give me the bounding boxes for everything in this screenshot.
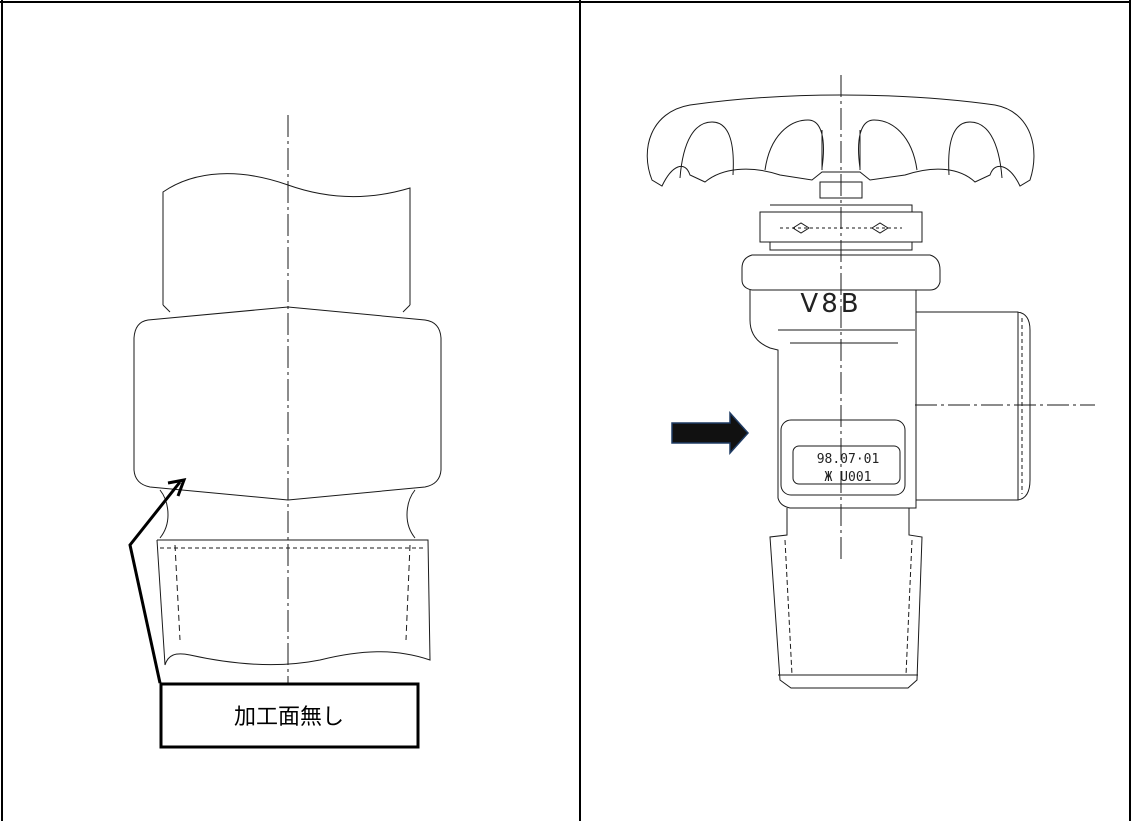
stamp-line-2: Ж U001 [825,470,872,485]
bonnet [741,254,941,291]
left-panel [128,115,442,749]
neck [159,489,416,539]
pointer-arrow [671,411,750,455]
callout-label: 加工面無し [234,705,344,730]
stamp-line-1: 98.07·01 [817,452,880,467]
hex-nut [133,306,442,501]
stem [819,181,863,199]
gland-nut [759,204,923,251]
valve-body [749,290,917,509]
callout-box [159,682,420,749]
handwheel [646,94,1035,187]
upper-pipe [162,173,411,305]
side-port [916,311,1031,501]
lower-pipe [156,539,431,666]
callout-arrow [128,478,187,684]
valve-model-marking: V8B [800,289,861,319]
right-panel [646,75,1095,689]
lower-shank [769,508,923,689]
stamp-plate [780,419,906,496]
